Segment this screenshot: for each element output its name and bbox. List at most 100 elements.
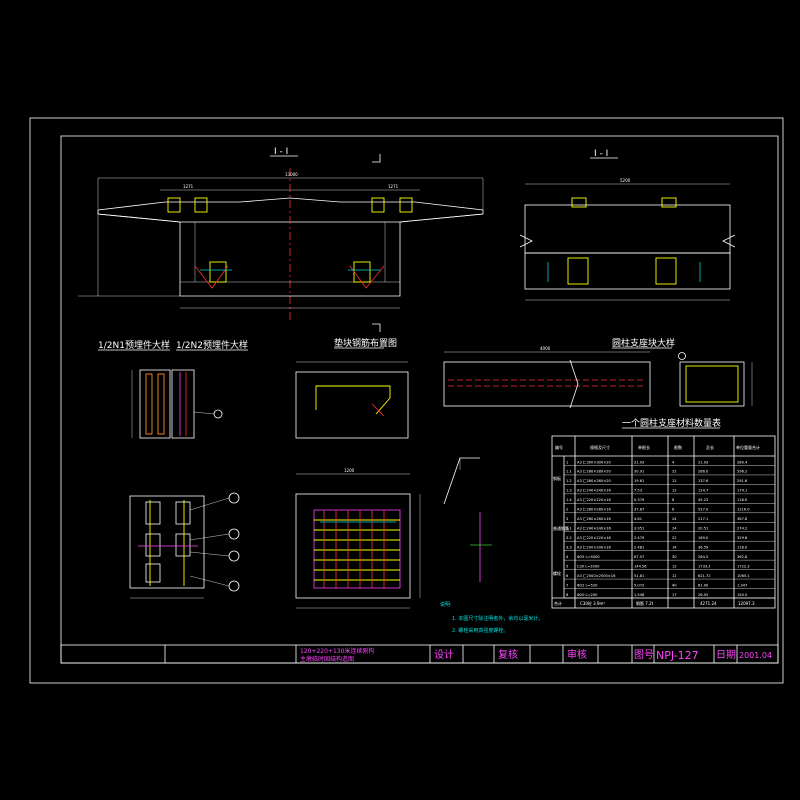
bearing-detail-title: 圆柱支座块大样 [612,337,675,349]
inner-frame [60,135,779,664]
table-cell: 19.61 [634,479,644,483]
callout-a [228,492,240,504]
cut-mark-bottom [372,323,381,332]
table-cell: 3.951 [634,527,644,531]
outer-frame [29,117,784,684]
table-cell: 1733.2 [698,564,711,568]
table-cell: A3 ㄈ280×280×20 [577,470,612,474]
table-cell: Φ25 L=4000 [577,555,600,559]
table-cell: 22 [672,470,677,474]
right-upper-block [524,204,731,254]
table-cell: A3 ㄈ300×300×20 [577,460,612,464]
table-cell: 17 [672,593,677,597]
callout-n1 [213,409,223,419]
tb-drawing-no-label: 图号 [634,649,654,661]
bearing-elevation [443,361,651,407]
table-cell: 21.03 [698,460,708,464]
table-cell: 329.8 [737,536,748,540]
material-table-title: 一个圆柱支座材料数量表 [622,417,721,429]
tb-drawing-name: 主墩临时固结构造图 [300,655,354,663]
table-cell: 36.59 [698,545,709,549]
total-a: 4271.24 [700,601,717,606]
grid-inner [313,509,401,589]
table-cell: 280.4 [737,460,748,464]
table-cell: 3.3 [566,545,572,549]
table-cell: 26.05 [698,593,708,597]
section-1-title: I - I [274,147,288,157]
tb-date: 2001.04 [739,651,772,660]
rebar-right [349,265,385,289]
table-cell: 12 [672,479,677,483]
table-cell: 291.6 [737,479,748,483]
tb-drawing-no: NPJ-127 [656,649,699,662]
table-cell: 7.53 [634,489,642,493]
table-cell: 114.7 [698,489,708,493]
table-cell: 362.8 [737,555,748,559]
table-cell: 1 [566,460,568,464]
break-left [519,234,533,248]
box-girder [179,222,401,297]
table-cell: 4 [672,460,675,464]
i-beam-3 [145,533,161,557]
right-embed-low-1 [567,257,589,285]
table-cell: 2 [566,508,568,512]
i-beam-4 [175,533,191,557]
table-cell: C30 L=2000 [577,564,600,568]
table-cell: 2.479 [634,536,645,540]
table-cell: A3 ㄈ260×260×16 [577,517,612,521]
cut-mark-top [372,154,381,163]
dim-span-b: 1271 [388,184,399,189]
th-0: 编号 [555,444,563,450]
table-cell: 12 [672,564,677,568]
right-embed-1 [571,197,587,208]
callout-c [228,550,240,562]
table-cell: 527.0 [698,508,709,512]
detail-n2-title: 1/2N2预埋件大样 [176,339,248,351]
n1-rib-2 [157,373,165,435]
dim-top-total: 13000 [285,172,298,177]
table-cell: 286.0 [698,470,709,474]
embed-bottom-left [209,261,227,283]
n1-rib-1 [145,373,153,435]
n2-plate [171,369,195,439]
n1-plate [139,369,171,439]
anchor-plan-title: 垫块钢筋布置图 [334,337,397,349]
deck-outline [97,197,484,223]
total-label: 合计 [554,600,562,606]
dim-span-a: 1271 [183,184,194,189]
table-cell: 169.0 [698,536,709,540]
leader-b [189,533,230,541]
table-cell: 264.5 [698,555,708,559]
total-unit: C30砼 3.9m³ [580,600,605,606]
embed-top-1 [167,197,181,213]
material-table-border [551,435,776,609]
section-2-title: I - I [594,149,608,159]
table-cell: 7 [566,583,568,587]
right-lower-block [524,252,731,290]
table-cell: 30.91 [634,470,644,474]
table-cell: 51.81 [634,574,644,578]
bearing-section [679,361,745,407]
rebar-hook [443,457,480,505]
bearing-detail-view: 圆柱支座块大样 4000 [443,337,753,409]
section-2-view: I - I 5200 [519,149,736,301]
notes: 说明: 1. 本图尺寸除注明者外，余均以毫米计。 2. 螺栓采用高强度螺栓。 [440,601,543,634]
right-dim-total: 5200 [620,178,631,183]
break-right [722,234,736,248]
bearing-section-inner [685,365,739,403]
right-embed-2 [661,197,677,208]
tb-review: 复核 [498,648,518,661]
table-cell: A3 ㄈ220×220×16 [577,498,612,502]
embed-bottom-right [353,261,371,283]
table-cell: 596.2 [737,470,747,474]
notes-heading: 说明: [440,601,452,608]
rebar-sketch-view [443,457,492,582]
leader-d [189,575,230,587]
grid-outer [295,493,411,599]
bearing-callout [678,352,686,360]
table-cell: 1.4 [566,498,572,502]
table-cell: 217.1 [698,517,708,521]
table-cell: 14 [672,545,677,549]
table-cell: 81.00 [698,583,709,587]
leader-c [189,551,230,557]
